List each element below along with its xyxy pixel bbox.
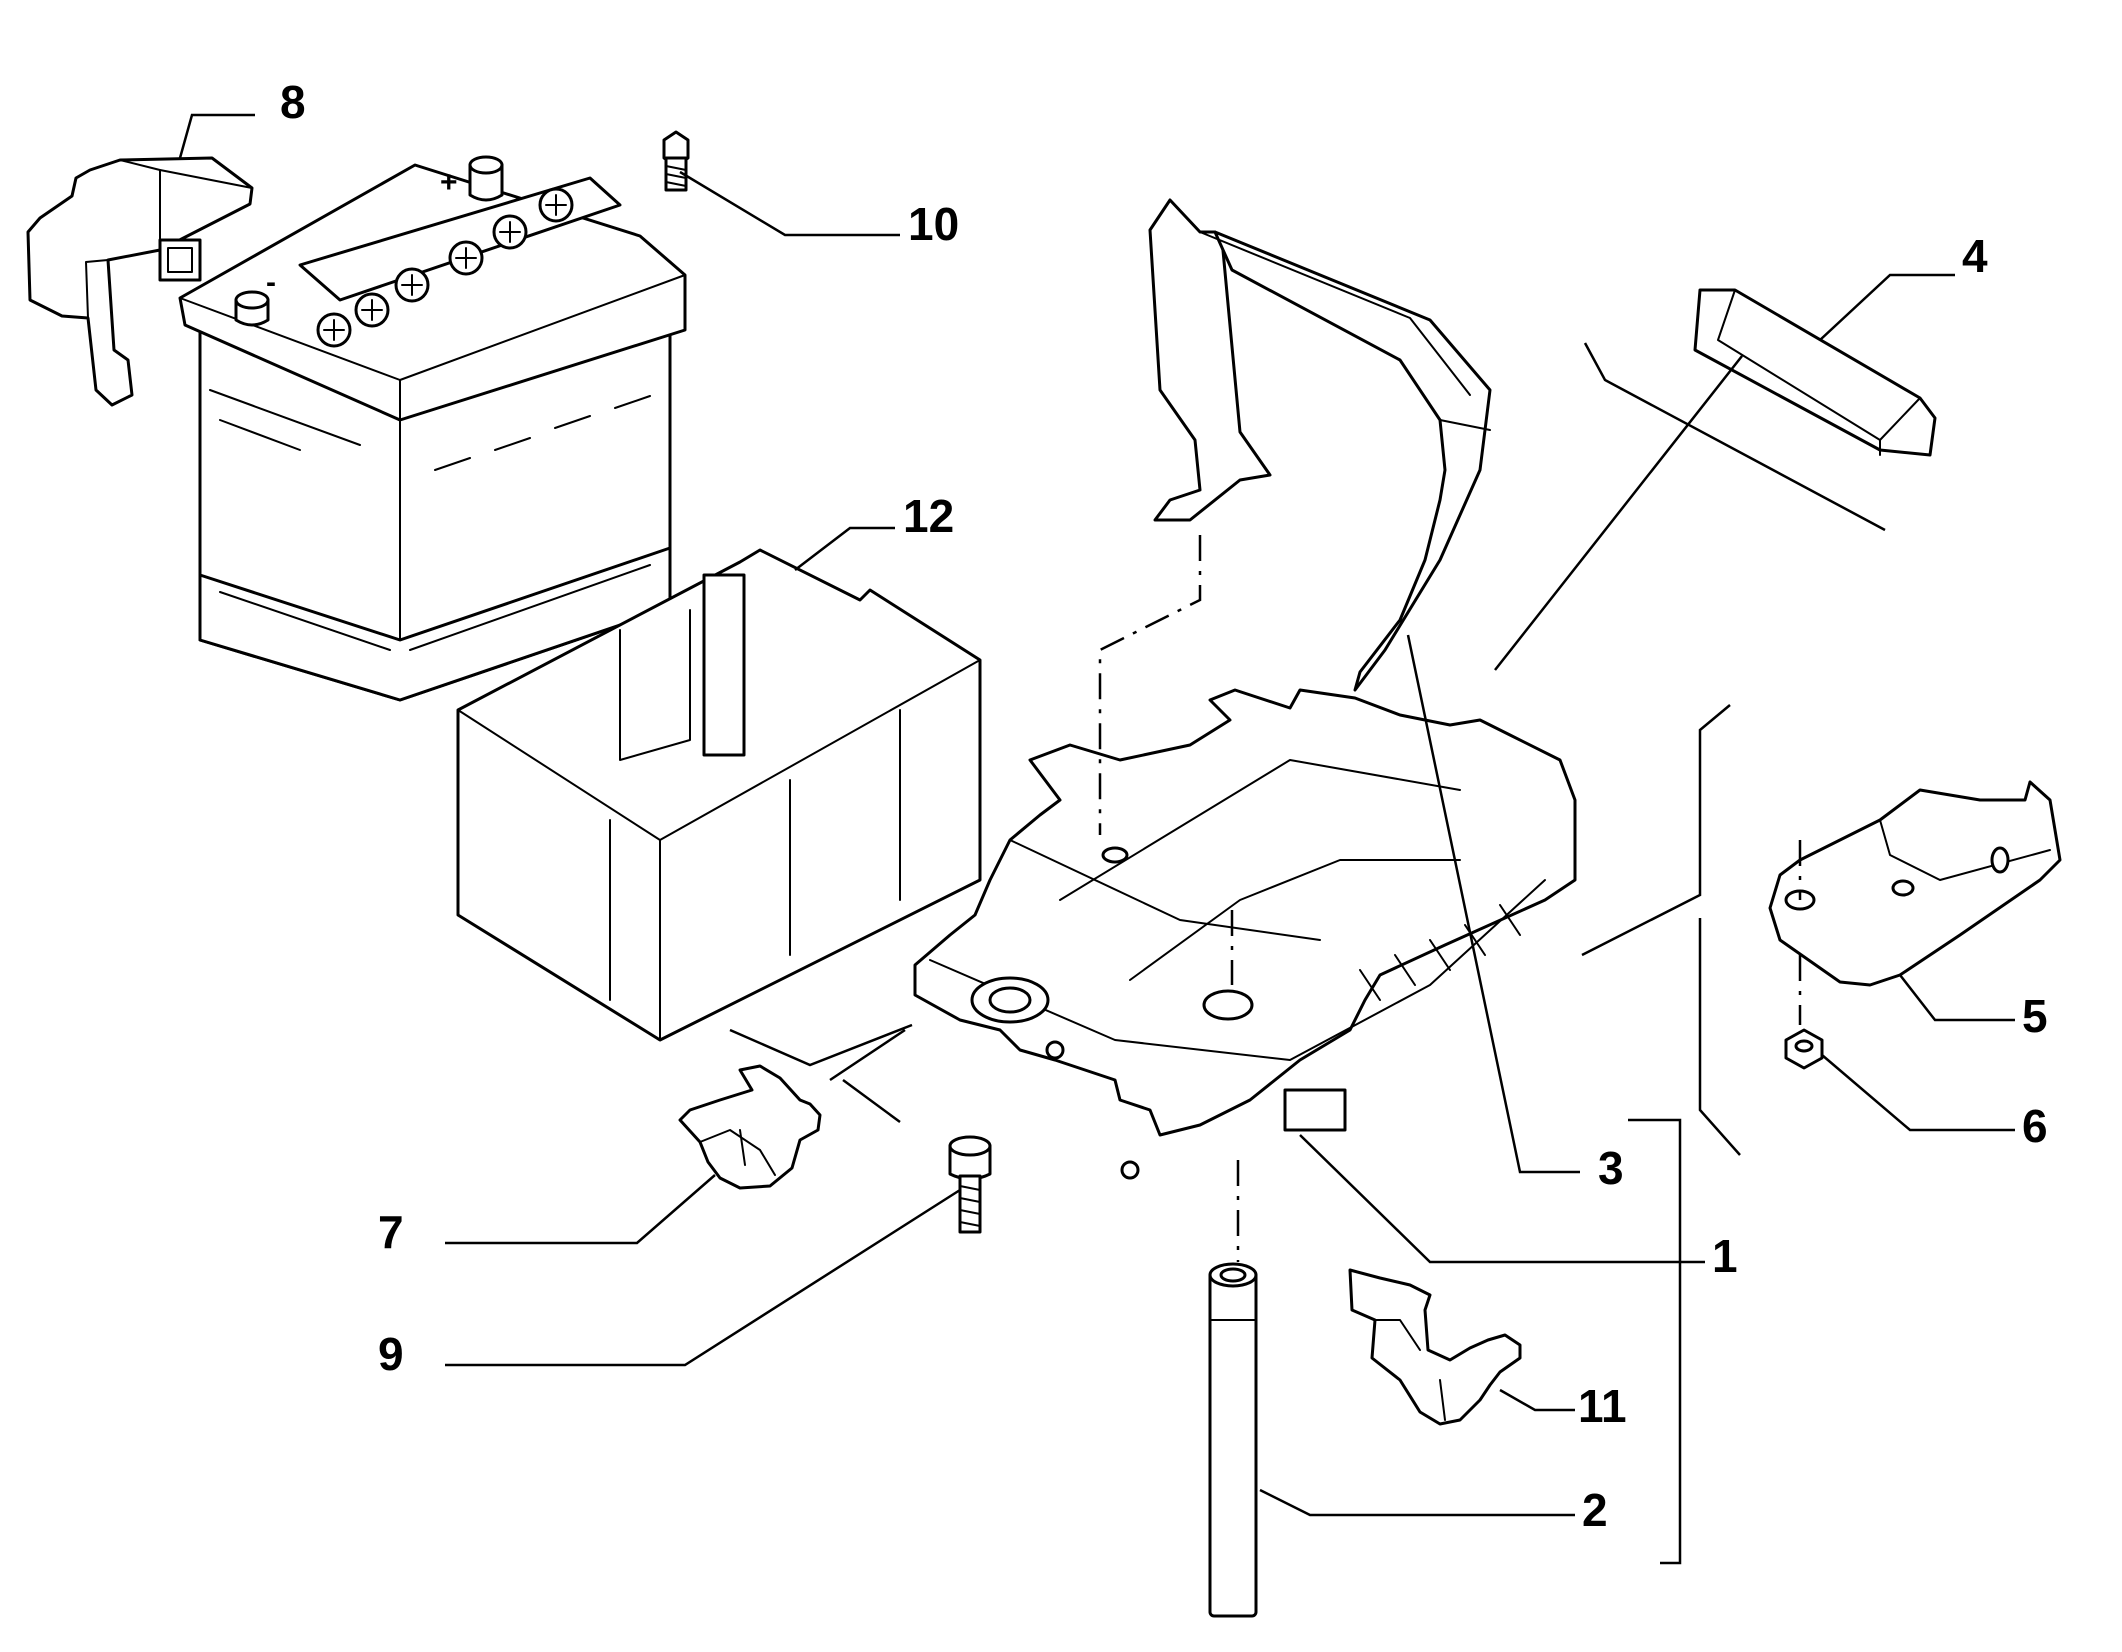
battery-minus-mark: - bbox=[266, 266, 276, 299]
nut-part-6[interactable] bbox=[1784, 1028, 1824, 1070]
screw-part-9[interactable] bbox=[948, 1135, 992, 1234]
leader-3 bbox=[1406, 634, 1580, 1174]
assembly-guide-lines bbox=[729, 342, 1886, 1262]
rod-part-2[interactable] bbox=[1208, 1262, 1258, 1618]
callout-12: 12 bbox=[903, 490, 954, 542]
hold-down-strap-part-3[interactable] bbox=[1148, 198, 1492, 692]
strap-cover-part-4[interactable] bbox=[1693, 288, 1937, 457]
leader-11 bbox=[1499, 1388, 1575, 1412]
leader-2 bbox=[1259, 1488, 1575, 1517]
guide-line-upper-right bbox=[1494, 342, 1886, 671]
callout-3: 3 bbox=[1598, 1142, 1624, 1194]
leader-12 bbox=[794, 526, 895, 571]
callout-labels: 8 10 4 12 5 6 3 1 11 2 7 9 bbox=[280, 76, 2048, 1536]
leader-6 bbox=[1821, 1054, 2015, 1132]
dash-line-strap-left bbox=[1098, 535, 1202, 835]
clip-part-7[interactable] bbox=[678, 1064, 822, 1190]
callout-10: 10 bbox=[908, 198, 959, 250]
battery-box-part-12[interactable] bbox=[456, 548, 982, 1042]
callout-11: 11 bbox=[1578, 1380, 1627, 1432]
battery[interactable]: + - bbox=[178, 155, 687, 702]
guide-line-right bbox=[1581, 704, 1741, 1156]
callout-7: 7 bbox=[378, 1206, 404, 1258]
cable-clip-part-11[interactable] bbox=[1348, 1268, 1522, 1426]
callout-6: 6 bbox=[2022, 1100, 2048, 1152]
callout-9: 9 bbox=[378, 1328, 404, 1380]
guide-line-left bbox=[729, 1023, 913, 1124]
callout-8: 8 bbox=[280, 76, 306, 128]
callout-5: 5 bbox=[2022, 990, 2048, 1042]
leader-1 bbox=[1299, 1134, 1705, 1264]
leader-7 bbox=[445, 1174, 716, 1245]
bracket-part-5[interactable] bbox=[1768, 780, 2062, 987]
callout-4: 4 bbox=[1962, 230, 1988, 282]
leader-10 bbox=[679, 170, 900, 237]
leader-4 bbox=[1819, 273, 1955, 341]
callout-1: 1 bbox=[1712, 1230, 1738, 1282]
battery-tray-part-1[interactable] bbox=[913, 688, 1577, 1180]
battery-plus-mark: + bbox=[440, 166, 458, 199]
terminal-cover-part-8[interactable] bbox=[26, 156, 254, 407]
bracket-group-1 bbox=[1628, 1118, 1682, 1565]
leader-lines bbox=[178, 113, 2015, 1565]
leader-5 bbox=[1899, 974, 2015, 1022]
bolt-part-10[interactable] bbox=[662, 130, 690, 192]
leader-9 bbox=[445, 1188, 961, 1367]
leader-8 bbox=[178, 113, 255, 159]
callout-2: 2 bbox=[1582, 1484, 1608, 1536]
